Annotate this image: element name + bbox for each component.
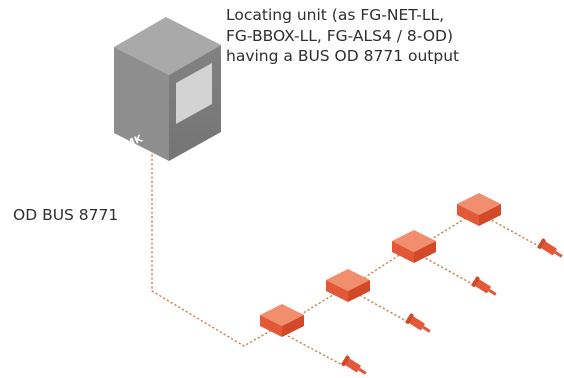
sensor-probe-1 <box>341 355 367 375</box>
bus-label: OD BUS 8771 <box>13 206 119 224</box>
locating-unit-label-line-1: Locating unit (as FG-NET-LL, <box>226 6 445 24</box>
bus-module-2 <box>326 269 370 302</box>
sensor-probe-2 <box>405 313 431 333</box>
unit-top-face <box>114 17 221 75</box>
locating-unit-label: Locating unit (as FG-NET-LL, FG-BBOX-LL,… <box>226 5 556 67</box>
locating-unit: MK <box>114 17 221 161</box>
sensor-cable-1 <box>287 335 347 368</box>
bus-cable-link-1 <box>299 292 337 316</box>
unit-screen <box>176 63 212 124</box>
locating-unit-label-line-3: having a BUS OD 8771 output <box>226 47 460 65</box>
sensor-probe-3 <box>471 276 497 296</box>
bus-cable-main <box>151 150 280 347</box>
sensor-cable-4 <box>483 215 543 249</box>
unit-side-face <box>114 47 169 161</box>
sensor-probe-4 <box>537 238 563 258</box>
bus-cable-link-3 <box>429 217 467 241</box>
sensor-cable-3 <box>417 253 477 287</box>
locating-unit-label-line-2: FG-BBOX-LL, FG-ALS4 / 8-OD) <box>226 26 453 45</box>
bus-module-3 <box>392 230 436 263</box>
bus-cable-link-2 <box>363 251 405 279</box>
sensor-cable-2 <box>351 290 411 324</box>
bus-module-1 <box>260 304 304 337</box>
bus-wiring <box>151 150 543 368</box>
bus-module-4 <box>457 193 501 226</box>
